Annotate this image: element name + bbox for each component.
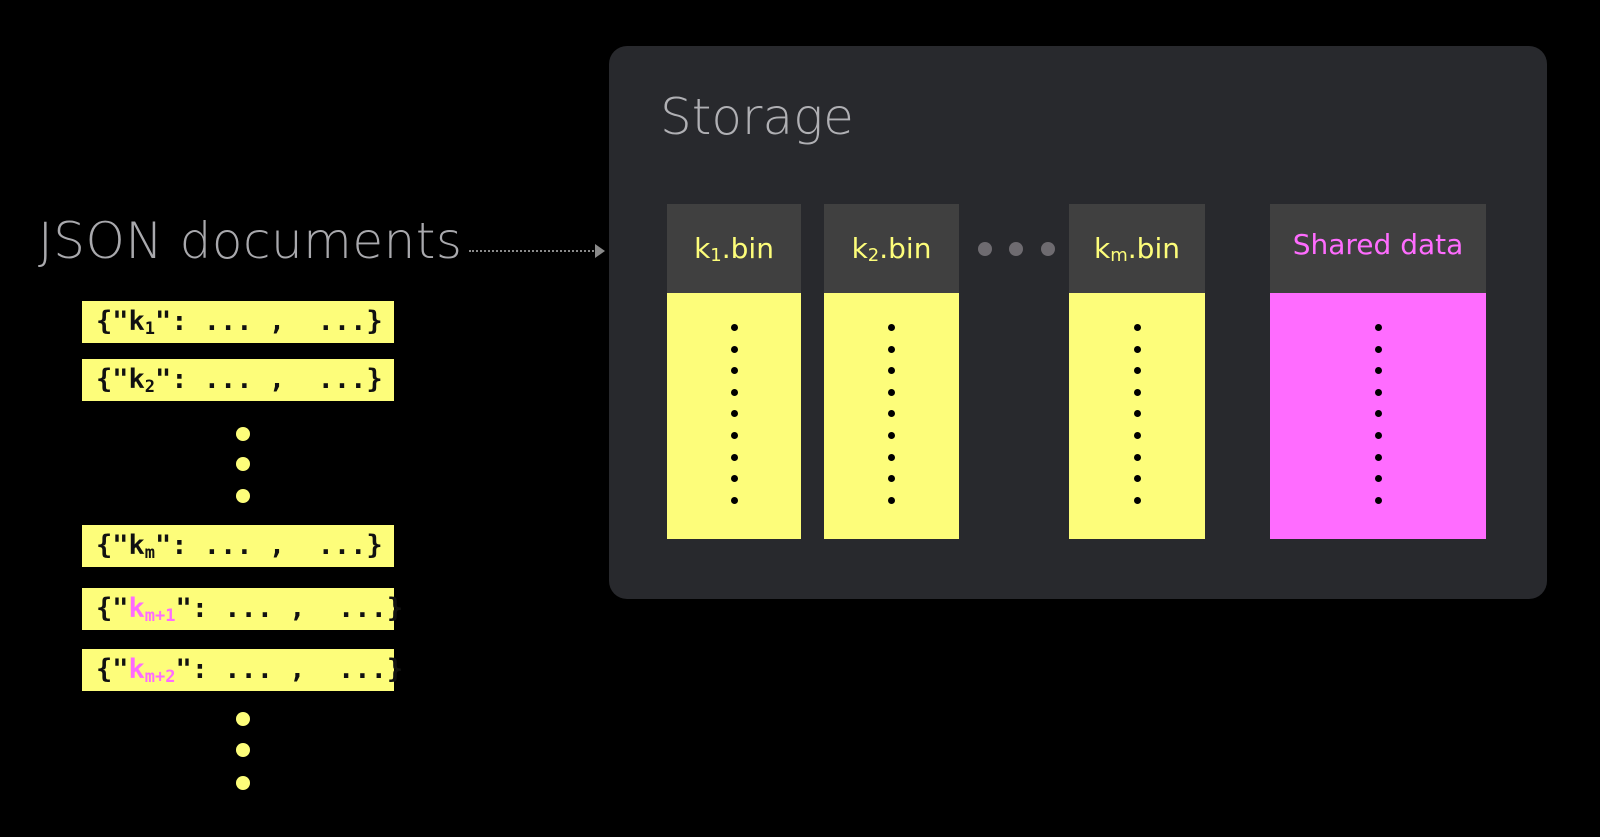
- ellipsis-dot: [888, 432, 895, 439]
- ellipsis-dot: [1133, 453, 1141, 461]
- ellipsis-dot: [888, 496, 895, 504]
- ellipsis-dot: [1133, 496, 1141, 504]
- ellipsis-dot: [1374, 496, 1382, 504]
- json-document-k1: {"k1": ... , ...}: [82, 301, 394, 343]
- ellipsis-dot: [236, 457, 250, 471]
- ellipsis-dot: [1374, 388, 1382, 396]
- column-body: [824, 293, 959, 539]
- ellipsis-dot: [888, 367, 895, 375]
- json-document-km2: {"km+2": ... , ...}: [82, 649, 403, 691]
- ellipsis-dot: [730, 432, 738, 439]
- storage-title: Storage: [660, 88, 854, 146]
- ellipsis-dot: [730, 410, 738, 418]
- ellipsis-dot: [730, 345, 738, 353]
- arrow-line: [469, 250, 597, 252]
- ellipsis-dot: [1009, 242, 1023, 256]
- column-header: k1.bin: [667, 204, 801, 293]
- ellipsis-dot: [730, 496, 738, 504]
- ellipsis-dot: [888, 324, 895, 331]
- json-document-km: {"km": ... , ...}: [82, 525, 394, 567]
- ellipsis-dot: [1133, 475, 1141, 483]
- ellipsis-dot: [888, 410, 895, 418]
- ellipsis-dot: [236, 776, 250, 790]
- ellipsis-dot: [1133, 367, 1141, 375]
- ellipsis-dot: [1133, 388, 1141, 396]
- column-header: k2.bin: [824, 204, 959, 293]
- ellipsis-dot: [1374, 345, 1382, 353]
- ellipsis-dot: [236, 712, 250, 726]
- ellipsis-dot: [978, 242, 992, 256]
- ellipsis-dot: [1374, 324, 1382, 331]
- ellipsis-dot: [730, 475, 738, 483]
- ellipsis-dot: [1133, 324, 1141, 331]
- ellipsis-dot: [236, 427, 250, 441]
- column-body: [1270, 293, 1486, 539]
- ellipsis-dot: [1133, 410, 1141, 418]
- ellipsis-dot: [236, 489, 250, 503]
- ellipsis-dot: [730, 324, 738, 331]
- ellipsis-dot: [1374, 410, 1382, 418]
- column-shared-data: Shared data: [1270, 204, 1486, 539]
- ellipsis-dot: [730, 367, 738, 375]
- ellipsis-dot: [888, 345, 895, 353]
- ellipsis-dot: [888, 388, 895, 396]
- ellipsis-dot: [236, 743, 250, 757]
- column-km-bin: km.bin: [1069, 204, 1205, 539]
- ellipsis-dot: [1041, 242, 1055, 256]
- ellipsis-dot: [1133, 345, 1141, 353]
- column-body: [1069, 293, 1205, 539]
- json-document-k2: {"k2": ... , ...}: [82, 359, 394, 401]
- arrow-head-icon: [595, 244, 605, 258]
- column-k1-bin: k1.bin: [667, 204, 801, 539]
- ellipsis-dot: [1133, 432, 1141, 439]
- ellipsis-dot: [1374, 367, 1382, 375]
- column-header: km.bin: [1069, 204, 1205, 293]
- ellipsis-dot: [730, 453, 738, 461]
- ellipsis-dot: [888, 453, 895, 461]
- column-header: Shared data: [1270, 204, 1486, 293]
- json-document-km1: {"km+1": ... , ...}: [82, 588, 403, 630]
- ellipsis-dot: [1374, 432, 1382, 439]
- ellipsis-dot: [730, 388, 738, 396]
- ellipsis-dot: [1374, 453, 1382, 461]
- column-body: [667, 293, 801, 539]
- json-documents-title: JSON documents: [38, 212, 463, 270]
- column-k2-bin: k2.bin: [824, 204, 959, 539]
- ellipsis-dot: [888, 475, 895, 483]
- ellipsis-dot: [1374, 475, 1382, 483]
